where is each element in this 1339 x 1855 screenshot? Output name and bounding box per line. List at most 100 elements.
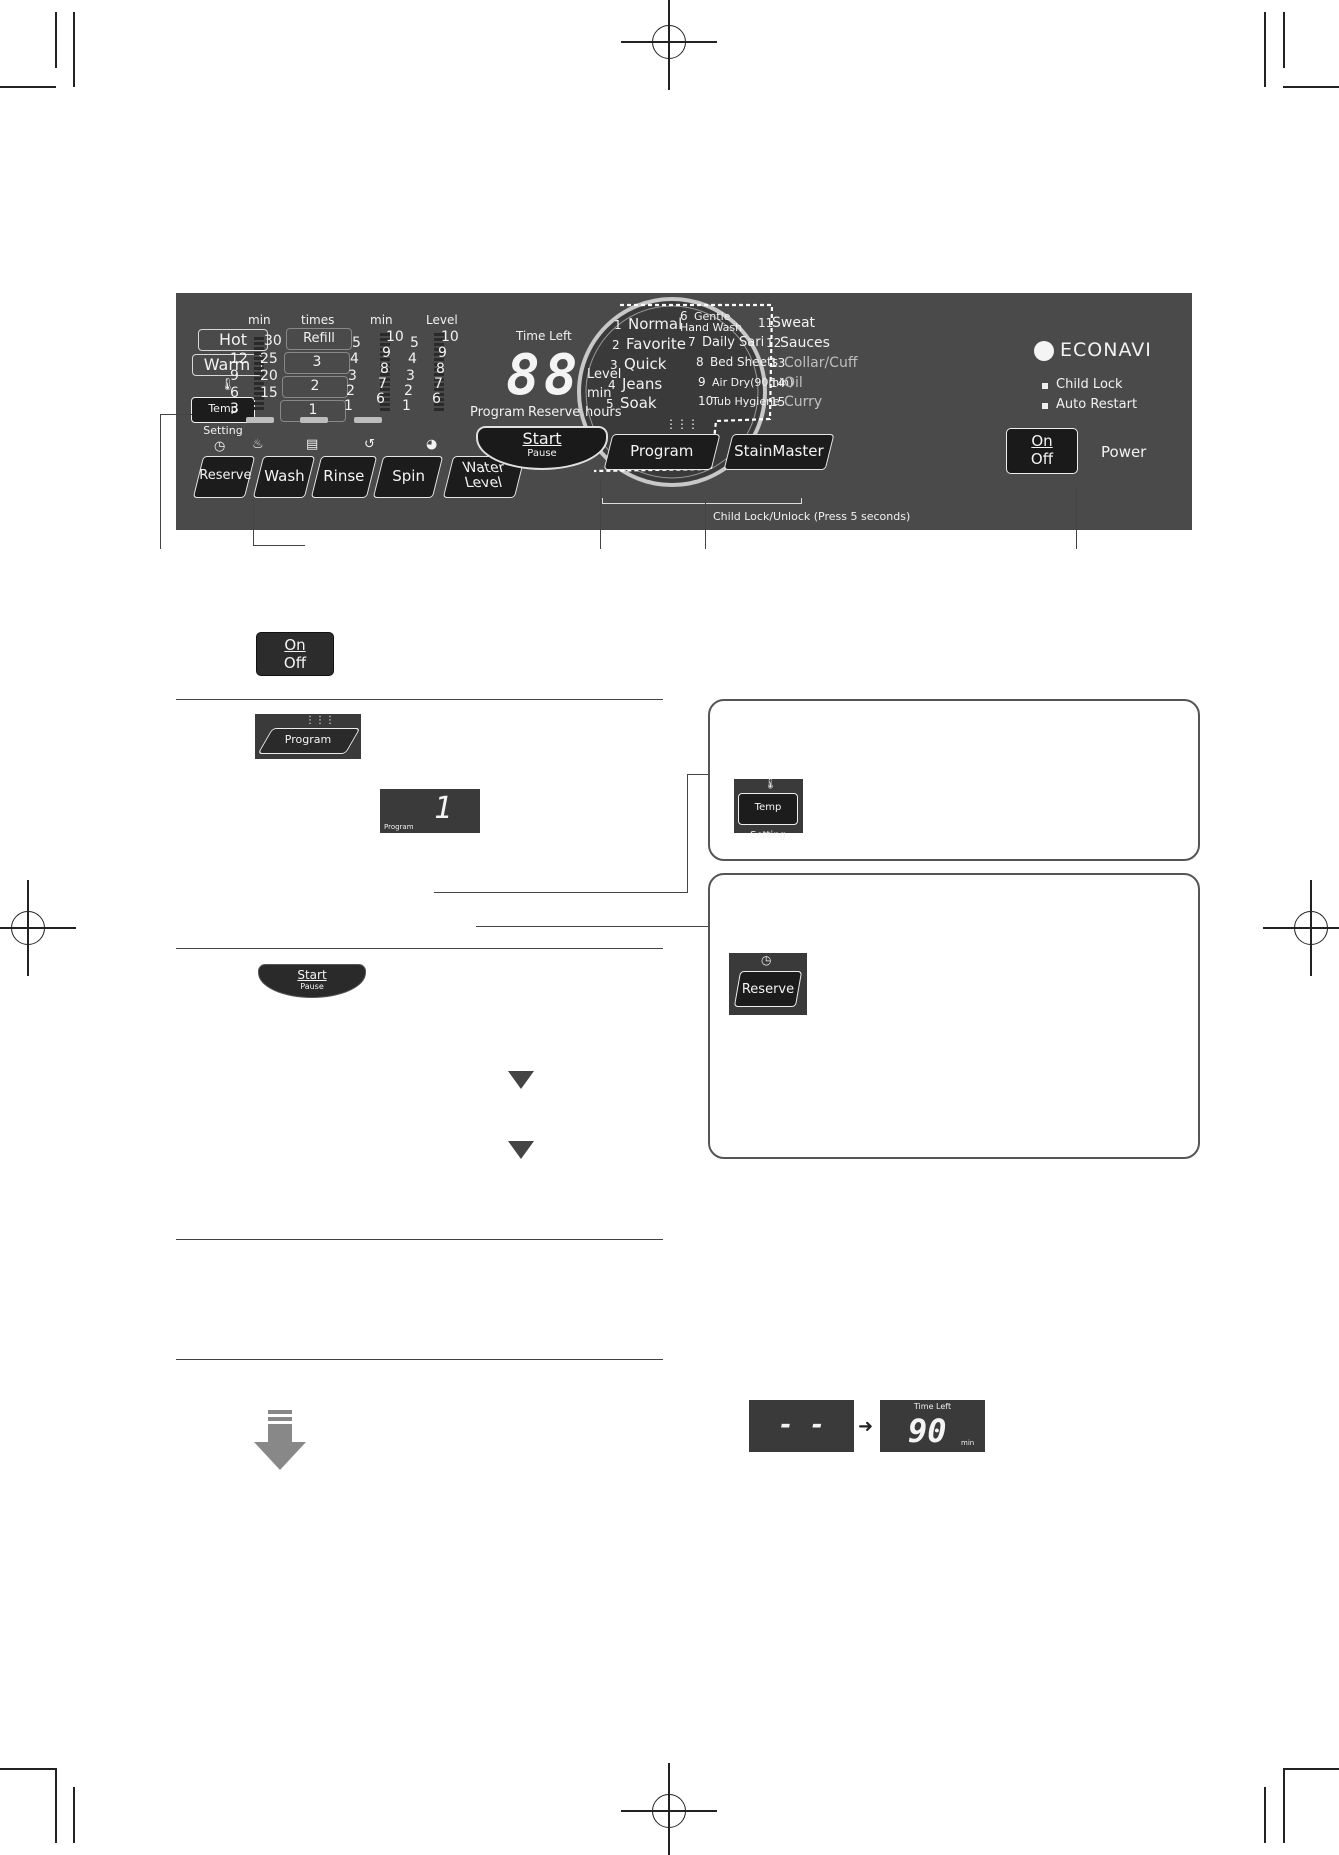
thermometer-icon: 🌡 (764, 779, 777, 790)
level-label: Level (587, 367, 622, 382)
pause-label: Pause (527, 448, 557, 459)
leader-temp-note-h (434, 892, 688, 894)
level-value: 7 (434, 376, 443, 392)
crop-mark-tr-v (1264, 12, 1266, 87)
wash-column-header: min (248, 313, 271, 327)
water-level-icon: ◕ (426, 437, 438, 452)
display-after-time-left: Time Left (913, 1402, 952, 1411)
child-lock-unlock-note: Child Lock/Unlock (Press 5 seconds) (713, 510, 911, 523)
step-program-label: Program (284, 733, 332, 746)
step-pause-label: Pause (300, 982, 324, 991)
leader-power-v (1076, 488, 1078, 549)
step-program-button: ⋮⋮⋮ Program (255, 714, 361, 759)
power-off-label: Off (1030, 450, 1054, 468)
spin-value: 5 (352, 335, 361, 351)
wash-value: 3 (230, 401, 239, 417)
temp-hot-indicator: Hot (198, 329, 268, 351)
crop-mark-tl-h (0, 86, 56, 88)
program-item: 10Tub Hygiene (698, 394, 780, 408)
spin-led-bar (354, 417, 382, 423)
level-scale (434, 333, 444, 413)
power-label: Power (1101, 443, 1147, 461)
registration-mark-bottom (621, 1763, 717, 1855)
crop-mark-bl-h (0, 1768, 56, 1770)
crop-mark-bl-v2 (73, 1787, 75, 1843)
leader-reserve-v (253, 500, 255, 546)
wash-led-bar (246, 417, 274, 423)
temp-setting-button[interactable]: Temp Setting (191, 397, 255, 437)
reserve-button[interactable]: Reserve (192, 456, 256, 498)
program-dots-icon: ⋮⋮⋮ (665, 417, 699, 431)
step-power-off: Off (283, 654, 307, 672)
program-button[interactable]: Program (603, 434, 721, 470)
rinse-column-header: times (301, 313, 335, 327)
level-value: 6 (432, 391, 441, 407)
step-program-display: 1 Program (380, 789, 480, 833)
note-temp-setting-inner: Temp Setting (738, 793, 798, 841)
wash-value: 9 (230, 368, 239, 384)
crop-mark-tr-v2 (1283, 12, 1285, 68)
wash-value: 20 (260, 368, 278, 384)
wash-value: 15 (260, 385, 278, 401)
spin-icon: ↺ (364, 437, 375, 452)
level-value: 9 (438, 345, 447, 361)
spin-scale (380, 333, 390, 413)
temp-warm-indicator: Warm (192, 354, 262, 376)
child-lock-bracket (602, 498, 802, 504)
spin-value: 3 (348, 368, 357, 384)
crop-mark-tl-v (73, 12, 75, 87)
crop-mark-br-v (1283, 1768, 1285, 1843)
child-lock-led (1042, 383, 1048, 389)
thermometer-icon: 🌡 (220, 377, 236, 391)
leader-temp-note-v (687, 774, 689, 893)
leader-reserve-note-h (476, 926, 710, 928)
rinse-led-bar (300, 417, 328, 423)
level-value: 4 (408, 351, 417, 367)
spin-button[interactable]: Spin (372, 456, 444, 498)
level-value: 10 (441, 329, 459, 345)
wash-button[interactable]: Wash (252, 456, 316, 498)
leader-reserve-h (253, 545, 305, 547)
wash-basin-icon: ♨ (252, 437, 264, 452)
step-start-button: Start Pause (258, 964, 366, 998)
spin-value: 9 (382, 345, 391, 361)
level-column-header: Level (426, 313, 458, 327)
level-value: 2 (404, 383, 413, 399)
child-lock-label: Child Lock (1056, 377, 1123, 392)
display-after-value: 90 (908, 1412, 947, 1450)
rinse-icon: ▤ (306, 437, 319, 452)
level-value: 5 (410, 335, 419, 351)
wash-value: 6 (230, 385, 239, 401)
leader-temp-note-h2 (687, 774, 709, 776)
display-before: - - (749, 1400, 854, 1452)
wash-value: 25 (260, 351, 278, 367)
display-after-unit: min (961, 1439, 975, 1447)
stainmaster-button[interactable]: StainMaster (723, 434, 835, 470)
wash-value: 12 (230, 351, 248, 367)
crop-mark-bl-v (55, 1768, 57, 1843)
program-dots-icon: ⋮⋮⋮ (305, 715, 335, 726)
rinse-button[interactable]: Rinse (310, 456, 378, 498)
spin-value: 1 (344, 398, 353, 414)
registration-mark-left (0, 880, 76, 976)
power-button[interactable]: On Off (1006, 428, 1078, 474)
step-start-label: Start (297, 968, 327, 982)
spin-value: 8 (380, 361, 389, 377)
spin-value: 2 (346, 383, 355, 399)
note-temp-setting-button: 🌡 Temp Setting (734, 779, 803, 841)
clock-icon: ◷ (761, 953, 772, 967)
big-down-arrow-icon (254, 1410, 306, 1470)
leader-temp-setting-v (160, 414, 162, 549)
step-power-button: On Off (256, 632, 334, 676)
down-arrow-icon (508, 1071, 534, 1089)
step-divider (176, 699, 663, 701)
spin-value: 10 (386, 329, 404, 345)
program-item: 13Collar/Cuff (770, 355, 858, 371)
